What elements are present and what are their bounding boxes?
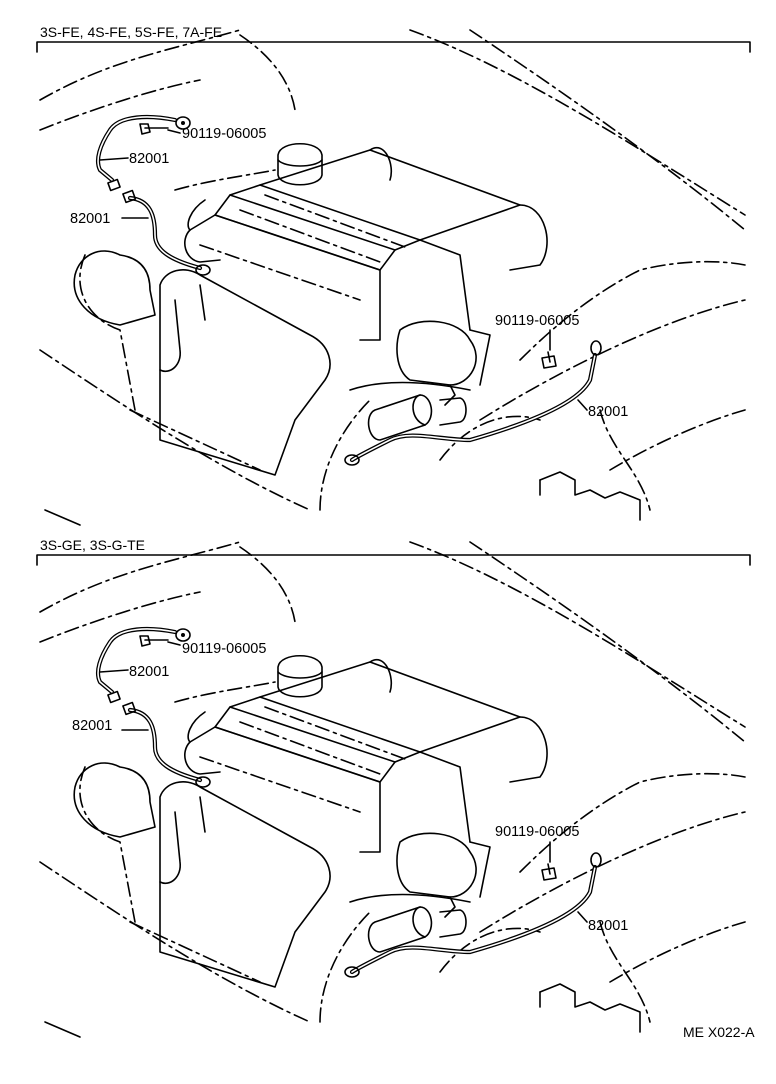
- section-1-bracket: [36, 41, 751, 53]
- figure-code: ME X022-A: [683, 1024, 755, 1040]
- label-wire-right: 82001: [588, 918, 628, 934]
- section-2-bracket: [36, 554, 751, 566]
- section-2: 3S-GE, 3S-G-TE 90119-06005 82001 82001 9…: [36, 537, 751, 1037]
- label-wire-right: 82001: [588, 404, 628, 420]
- label-wire-upper: 82001: [129, 664, 169, 680]
- label-wire-upper: 82001: [129, 151, 169, 167]
- label-bolt-right: 90119-06005: [495, 824, 579, 840]
- section-2-header: 3S-GE, 3S-G-TE: [40, 537, 145, 553]
- label-wire-lower: 82001: [72, 718, 112, 734]
- section-1-header: 3S-FE, 4S-FE, 5S-FE, 7A-FE: [40, 24, 222, 40]
- label-bolt-top: 90119-06005: [182, 126, 266, 142]
- label-wire-lower: 82001: [70, 211, 110, 227]
- section-1: 3S-FE, 4S-FE, 5S-FE, 7A-FE 90119-06005 8…: [36, 24, 751, 525]
- label-bolt-right: 90119-06005: [495, 313, 579, 329]
- label-bolt-top: 90119-06005: [182, 641, 266, 657]
